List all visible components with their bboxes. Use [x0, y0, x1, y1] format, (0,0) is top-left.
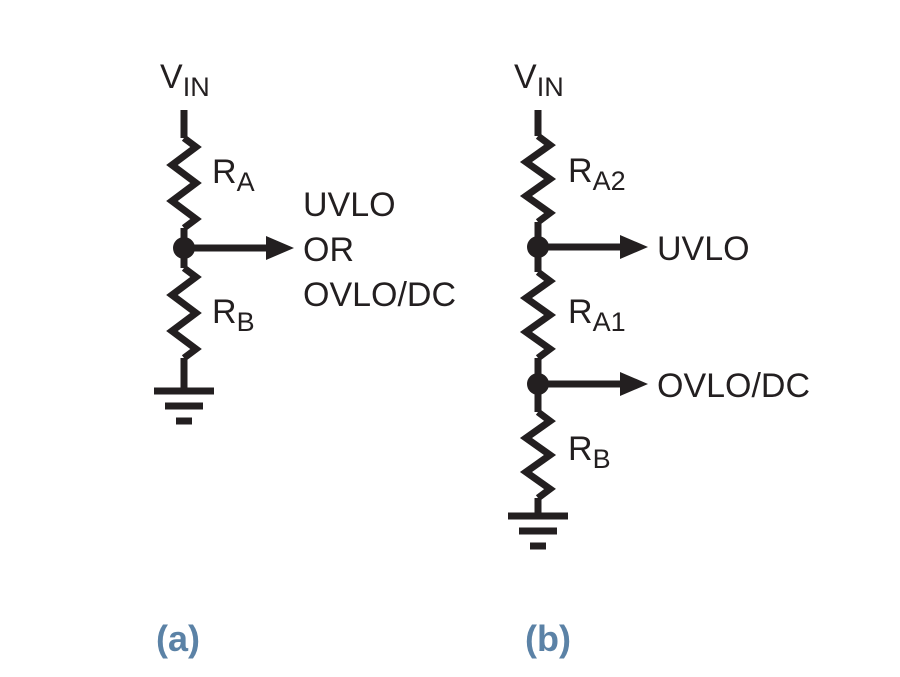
resistor-rb	[166, 265, 202, 361]
resistor-ra1	[519, 269, 557, 361]
ra-label: RA	[212, 153, 255, 197]
ra2-label: RA2	[568, 152, 626, 196]
circuit-b: VIN RA2 RA1 RB UVLO OVLO/DC (b)	[508, 58, 810, 659]
caption-a: (a)	[156, 618, 200, 659]
resistor-ra2	[519, 133, 557, 225]
output-label-ovlo: OVLO/DC	[657, 367, 810, 405]
ground-symbol	[508, 512, 568, 550]
arrow-head	[266, 236, 294, 260]
ground-symbol	[154, 387, 214, 425]
rb-label: RB	[212, 293, 255, 337]
arrow-head	[620, 235, 648, 259]
output-label-uvlo: UVLO	[657, 230, 750, 268]
resistor-rb-b	[519, 409, 557, 501]
circuit-a-vin-label: VIN	[160, 58, 210, 102]
resistor-ra	[166, 135, 202, 231]
output-label-uvlo: UVLO	[303, 186, 396, 224]
rb-label: RB	[568, 430, 611, 474]
output-label-ovlo: OVLO/DC	[303, 276, 456, 314]
output-label-or: OR	[303, 231, 354, 269]
caption-b: (b)	[525, 618, 571, 659]
circuit-b-vin-label: VIN	[514, 58, 564, 102]
ra1-label: RA1	[568, 293, 626, 337]
arrow-head	[620, 372, 648, 396]
circuit-a: VIN RA RB UVLO OR OVLO/DC (a)	[154, 58, 456, 659]
